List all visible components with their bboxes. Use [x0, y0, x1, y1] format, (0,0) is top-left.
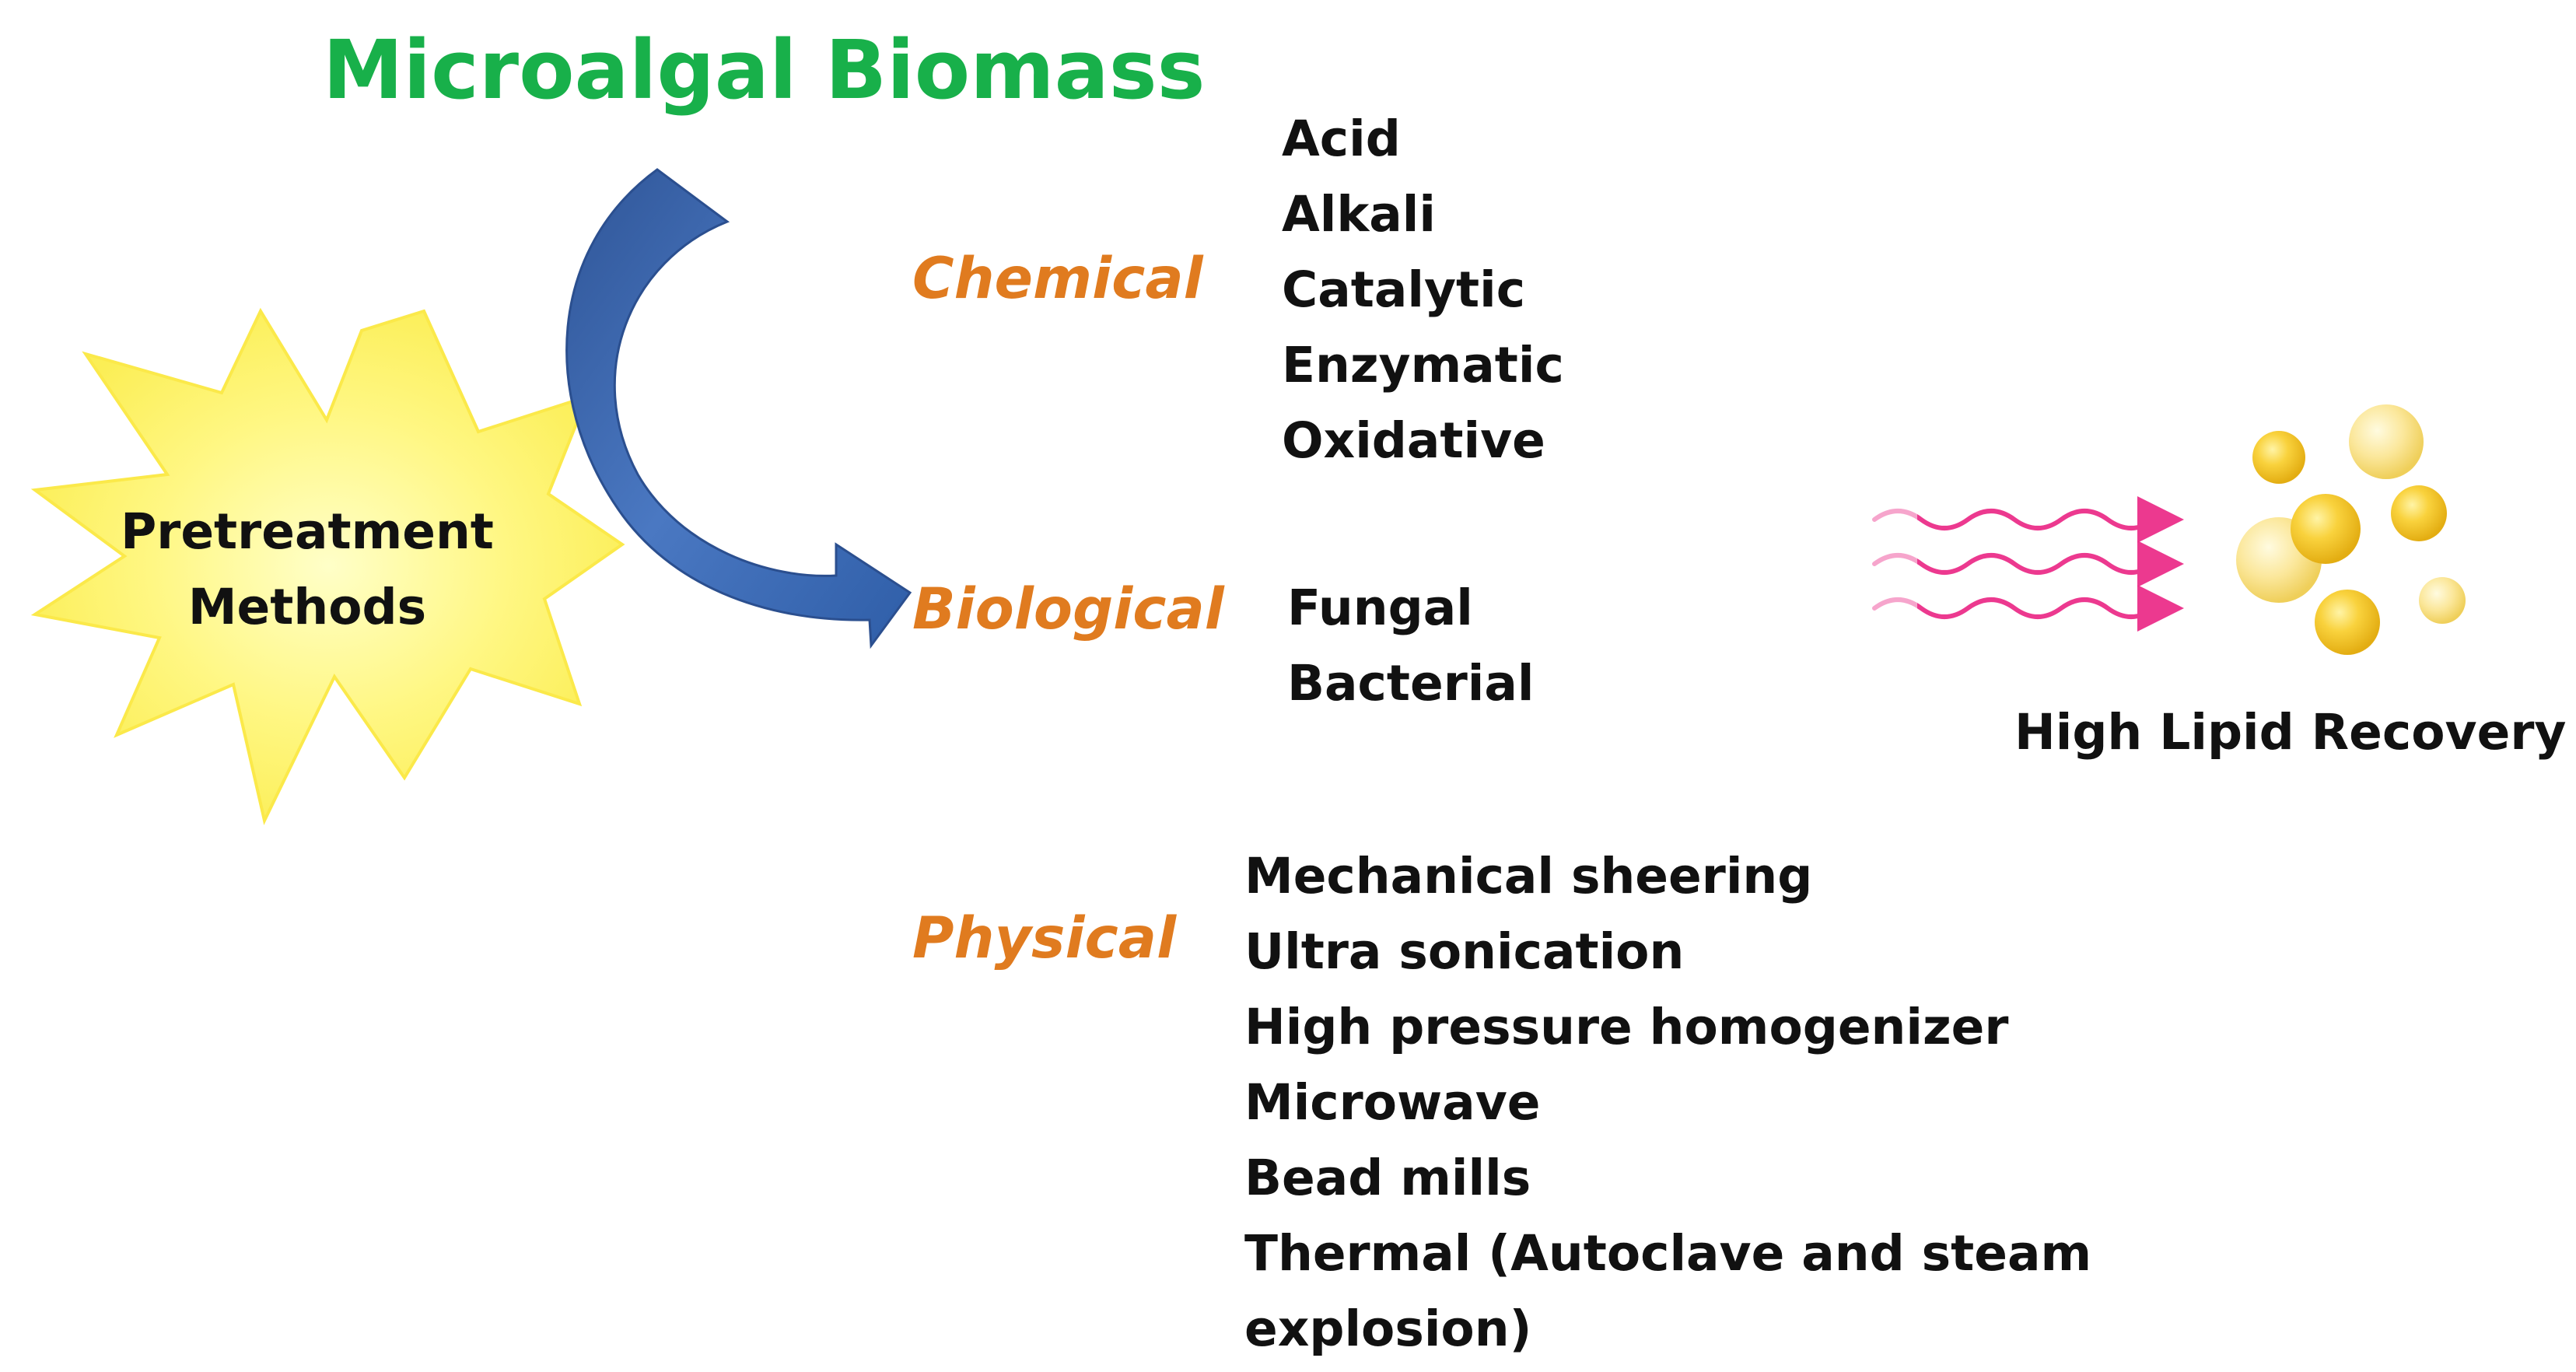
center-label-line-2: Methods	[187, 579, 427, 635]
category-physical: Physical	[912, 905, 1177, 971]
chemical-methods-list: Acid Alkali Catalytic Enzymatic Oxidativ…	[1282, 101, 1564, 478]
center-label-line-1: Pretreatment	[121, 503, 494, 560]
method-thermal: Thermal (Autoclave and steam	[1244, 1225, 2092, 1282]
method-enzymatic: Enzymatic	[1282, 337, 1564, 394]
method-high-pressure-homogenizer: High pressure homogenizer	[1244, 999, 2009, 1055]
category-chemical: Chemical	[912, 246, 1203, 312]
method-ultra-sonication: Ultra sonication	[1244, 923, 1685, 980]
method-thermal-continued: explosion)	[1244, 1300, 1532, 1357]
method-bead-mills: Bead mills	[1244, 1150, 1531, 1206]
lipid-droplets-icon	[2236, 404, 2466, 655]
physical-methods-list: Mechanical sheering Ultra sonication Hig…	[1244, 838, 2091, 1367]
wavy-arrows-icon	[1872, 496, 2184, 632]
method-catalytic: Catalytic	[1282, 261, 1526, 318]
method-mechanical-sheering: Mechanical sheering	[1244, 848, 1813, 905]
diagram-title: Microalgal Biomass	[323, 23, 1206, 117]
method-fungal: Fungal	[1287, 579, 1473, 636]
center-label: Pretreatment Methods	[121, 494, 494, 645]
method-bacterial: Bacterial	[1287, 655, 1535, 712]
biological-methods-list: Fungal Bacterial	[1287, 570, 1535, 721]
method-alkali: Alkali	[1282, 186, 1436, 243]
category-biological: Biological	[912, 576, 1224, 642]
result-label: High Lipid Recovery	[2014, 704, 2567, 761]
method-oxidative: Oxidative	[1282, 412, 1545, 469]
curved-arrow-icon	[565, 168, 912, 649]
starburst-shape	[30, 307, 625, 825]
method-microwave: Microwave	[1244, 1074, 1541, 1131]
method-acid: Acid	[1282, 110, 1401, 167]
